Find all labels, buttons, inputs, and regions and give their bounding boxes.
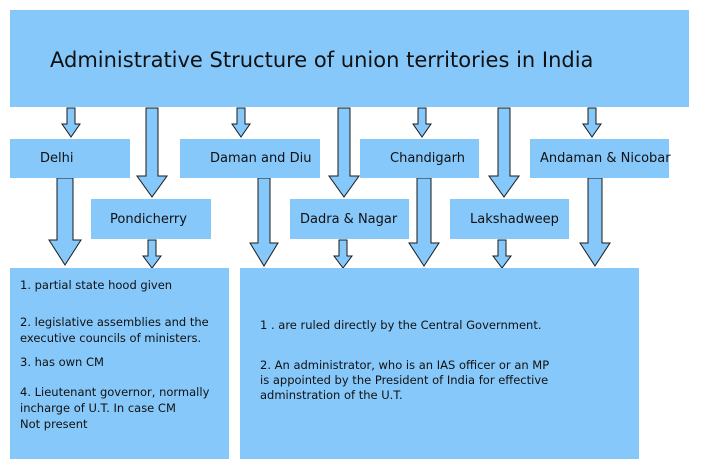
arrow-dadra-to-right-panel [333, 239, 353, 269]
arrow-lakshadweep-to-right-panel [492, 239, 512, 269]
node-dadra-nagar: Dadra & Nagar [290, 199, 409, 239]
arrow-andaman-to-right-panel [579, 177, 611, 267]
node-delhi-label: Delhi [40, 151, 74, 166]
left-info-panel: 1. partial state hood given 2. legislati… [10, 268, 229, 459]
node-daman-diu-label: Daman and Diu [210, 151, 312, 166]
left-point-4-line-2: incharge of U.T. In case CM [20, 401, 176, 415]
left-point-1: 1. partial state hood given [20, 278, 173, 292]
diagram-title: Administrative Structure of union territ… [50, 48, 594, 72]
right-point-2-line-2: is appointed by the President of India f… [260, 373, 549, 387]
arrow-title-to-delhi [61, 107, 81, 138]
node-daman-diu: Daman and Diu [180, 139, 320, 178]
left-point-2-line-1: 2. legislative assemblies and the [20, 315, 209, 329]
arrow-chandigarh-to-right-panel [408, 177, 440, 267]
arrow-title-to-lakshadweep [488, 107, 520, 198]
left-point-4-line-3: Not present [20, 417, 88, 431]
node-dadra-nagar-label: Dadra & Nagar [300, 211, 398, 227]
node-chandigarh-label: Chandigarh [390, 151, 465, 166]
node-chandigarh: Chandigarh [360, 139, 479, 178]
node-pondicherry: Pondicherry [91, 199, 211, 239]
arrow-title-to-andaman [582, 107, 602, 138]
node-delhi: Delhi [10, 139, 130, 178]
node-pondicherry-label: Pondicherry [110, 211, 187, 227]
arrow-title-to-chandigarh [412, 107, 432, 138]
right-point-1: 1 . are ruled directly by the Central Go… [260, 318, 542, 332]
right-point-2-line-1: 2. An administrator, who is an IAS offic… [260, 358, 550, 372]
left-point-3: 3. has own CM [20, 355, 104, 369]
node-lakshadweep-label: Lakshadweep [470, 211, 559, 227]
arrow-pondicherry-to-left-panel [142, 239, 162, 269]
right-info-panel: 1 . are ruled directly by the Central Go… [240, 268, 639, 459]
arrow-title-to-daman [231, 107, 251, 138]
arrow-daman-to-right-panel [249, 177, 279, 267]
arrow-title-to-pondicherry [136, 107, 168, 198]
arrow-title-to-dadra [328, 107, 360, 198]
arrow-delhi-to-left-panel [48, 177, 82, 266]
left-point-4-line-1: 4. Lieutenant governor, normally [20, 385, 210, 399]
node-lakshadweep: Lakshadweep [450, 199, 569, 239]
right-point-2-line-3: adminstration of the U.T. [260, 388, 403, 402]
title-box: Administrative Structure of union territ… [10, 10, 689, 107]
node-andaman-nicobar: Andaman & Nicobar [530, 139, 671, 178]
left-point-2-line-2: executive councils of ministers. [20, 331, 202, 345]
node-andaman-nicobar-label: Andaman & Nicobar [540, 151, 671, 166]
